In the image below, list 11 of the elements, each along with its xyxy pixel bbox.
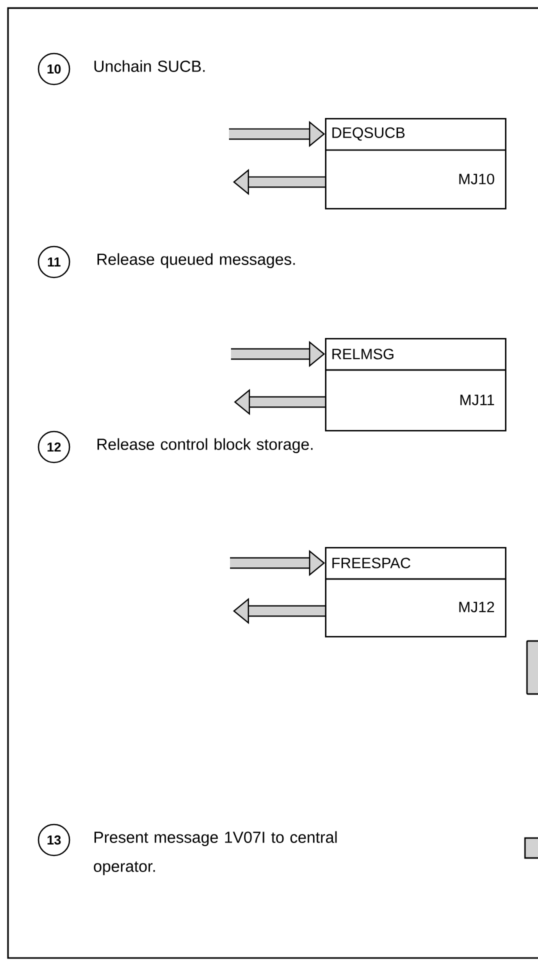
- callout-number: 11: [38, 246, 70, 278]
- callout-number: 10: [38, 52, 70, 86]
- step-text: Release queued messages.: [98, 253, 295, 268]
- module-box: FREESPAC MJ12: [325, 547, 506, 638]
- callout-number: 13: [38, 824, 70, 856]
- module-box: DEQSUCB MJ10: [325, 118, 506, 210]
- step-text: Release control block storage.: [98, 438, 313, 454]
- step-text: Present message 1V07I to central operator.: [94, 831, 337, 876]
- callout-number: 12: [38, 430, 70, 464]
- step-text: Unchain SUCB.: [94, 60, 205, 72]
- module-box: RELMSG MJ11: [325, 338, 506, 432]
